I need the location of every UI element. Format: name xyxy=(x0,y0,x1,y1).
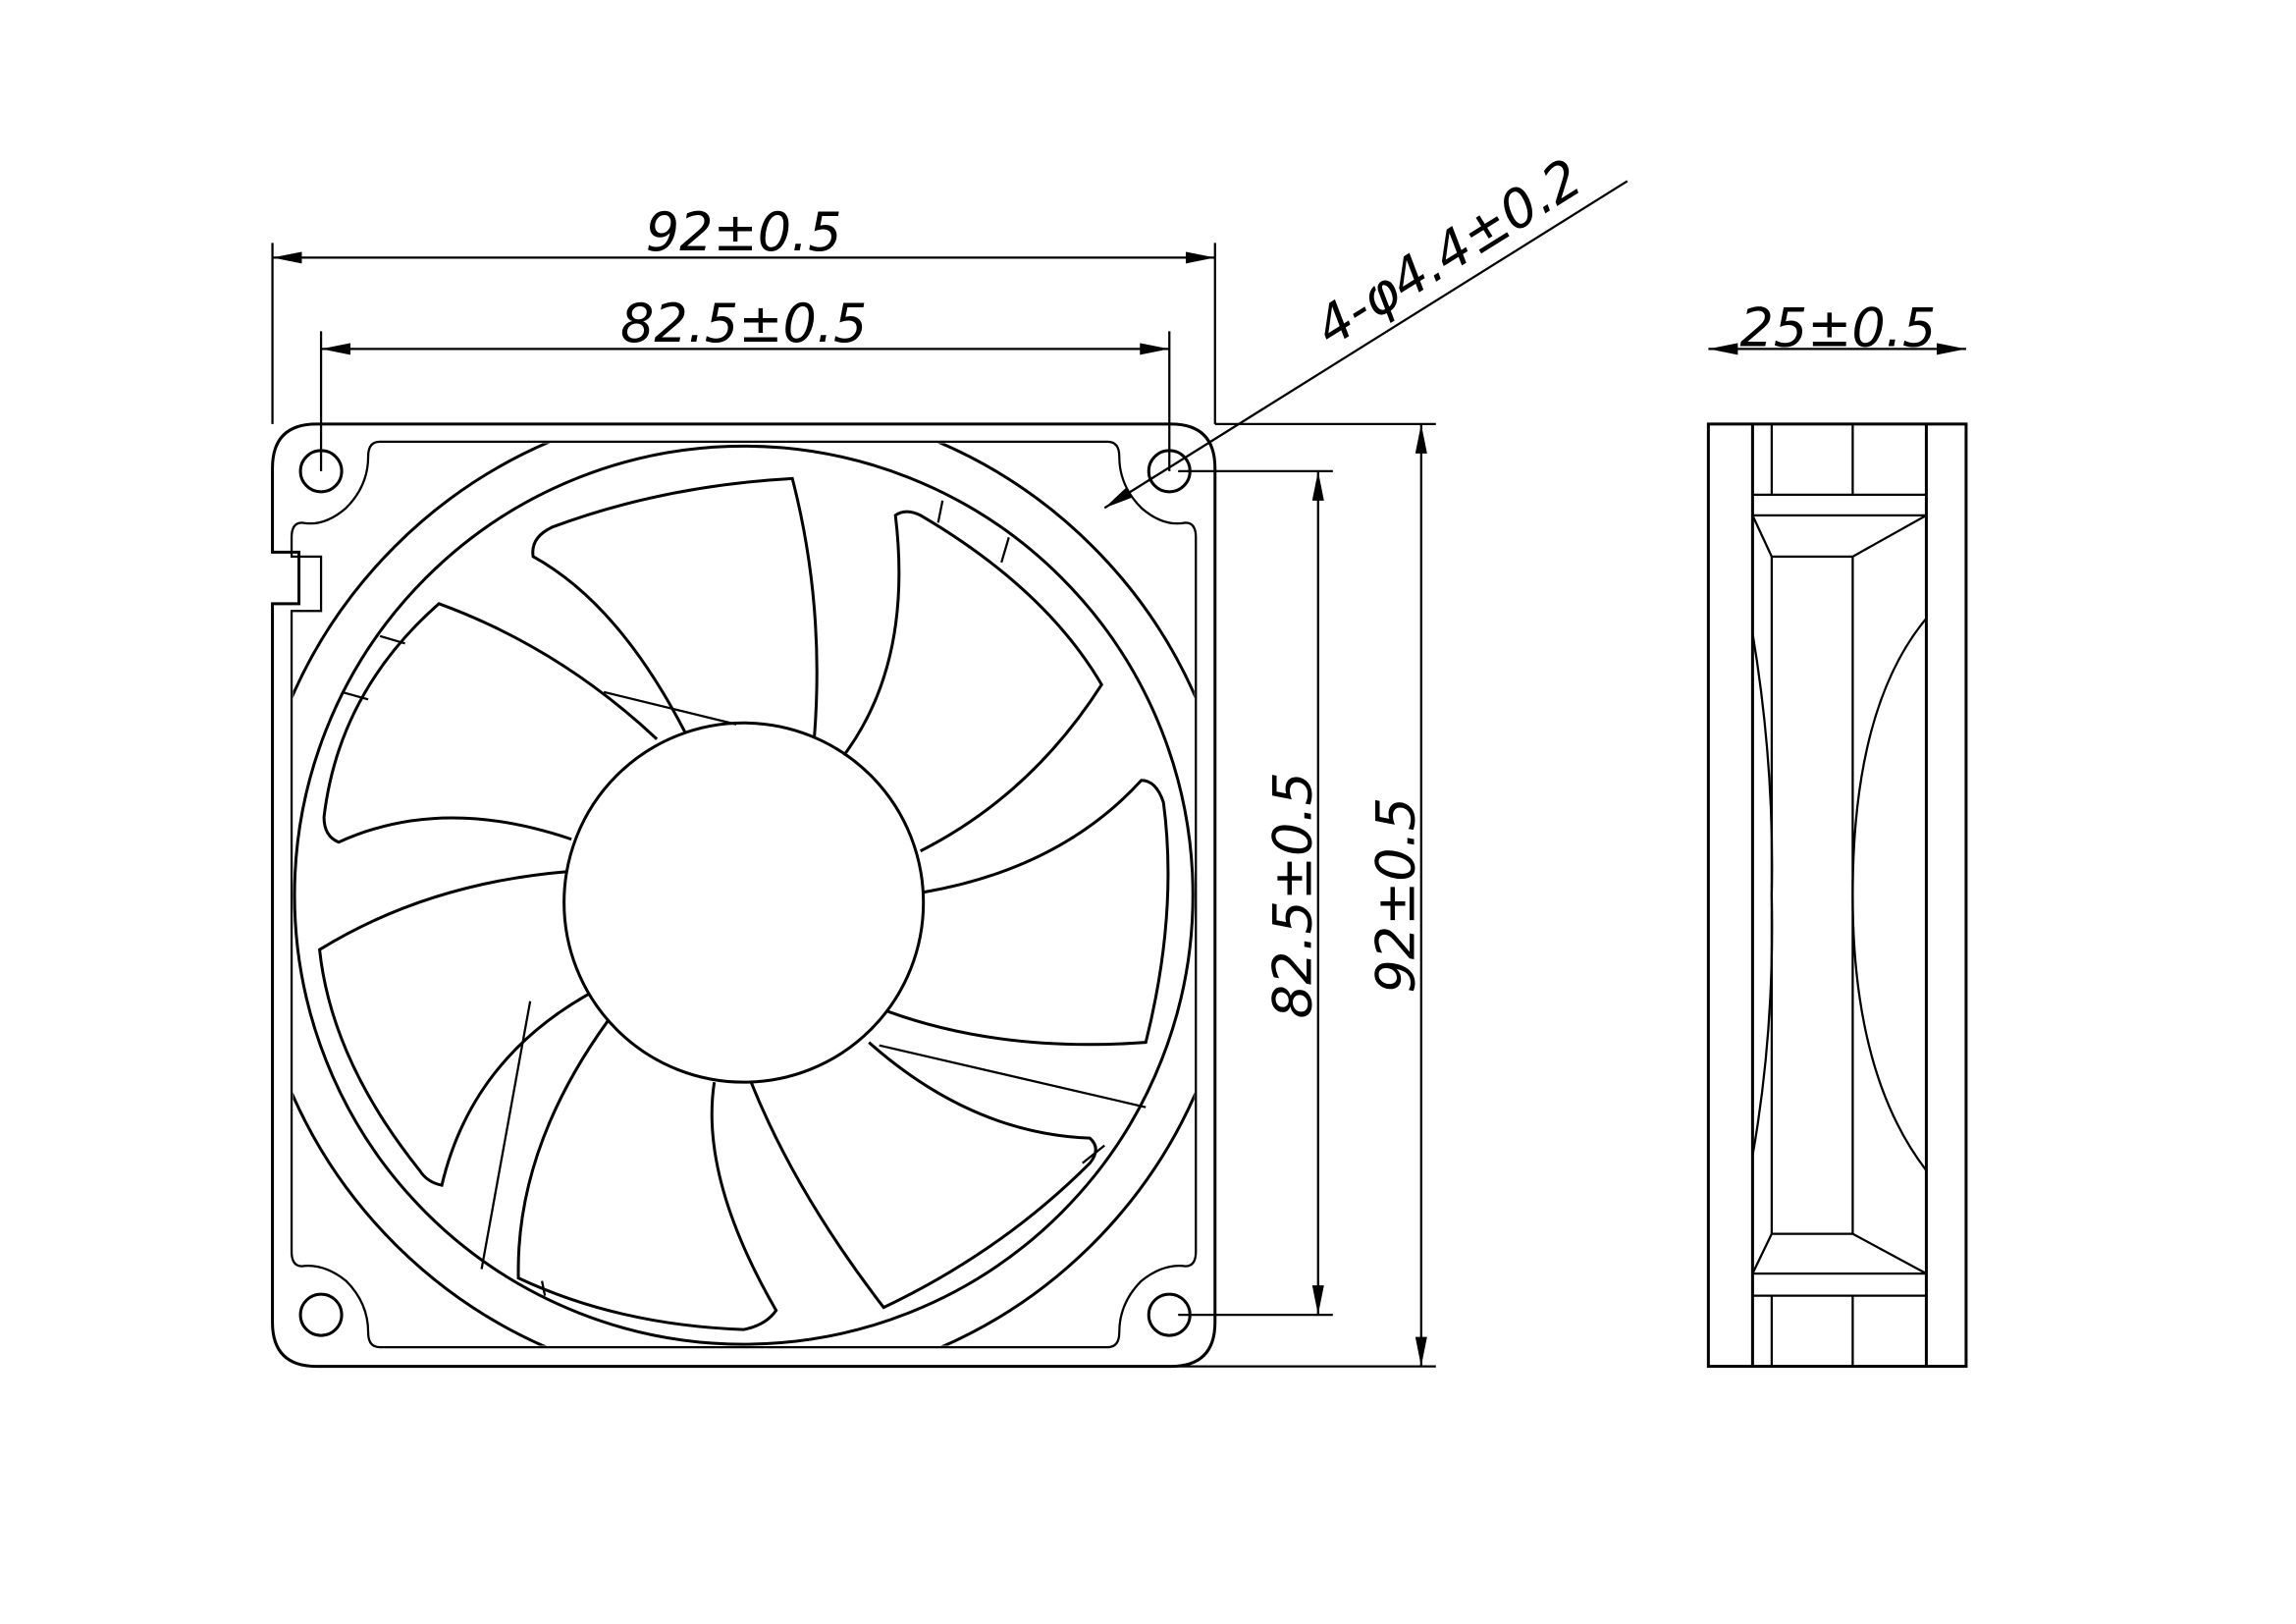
dimension-hole-spacing-vertical: 82.5±0.5 xyxy=(1261,772,1323,1018)
blade xyxy=(531,476,819,736)
struts xyxy=(341,500,1147,1296)
blade xyxy=(887,779,1170,1047)
front-view xyxy=(271,422,1217,1369)
frame-inner-outline xyxy=(290,440,1198,1349)
inner-ring xyxy=(293,444,1195,1346)
outer-ring xyxy=(293,443,1195,1346)
dimension-hole-spacing-horizontal: 82.5±0.5 xyxy=(620,293,867,354)
blades xyxy=(317,476,1170,1331)
blade xyxy=(317,870,590,1187)
dimensions-front: 92±0.5 82.5±0.5 82.5±0.5 92±0.5 4-φ4.4±0… xyxy=(271,146,1629,1368)
dimension-depth: 25±0.5 xyxy=(1739,297,1936,358)
hub xyxy=(562,721,926,1084)
dimension-width-overall: 92±0.5 xyxy=(646,201,842,263)
blade xyxy=(842,510,1103,853)
blade xyxy=(516,1019,778,1331)
mounting-hole xyxy=(298,1292,344,1337)
dimension-mounting-holes: 4-φ4.4±0.2 xyxy=(1305,146,1592,358)
frame-outline xyxy=(271,422,1217,1369)
dimension-height-overall: 92±0.5 xyxy=(1364,797,1426,994)
blade xyxy=(322,602,659,844)
blade xyxy=(749,1041,1097,1310)
side-view: 25±0.5 xyxy=(1706,297,1968,1369)
hole-leader-line xyxy=(1103,180,1629,510)
